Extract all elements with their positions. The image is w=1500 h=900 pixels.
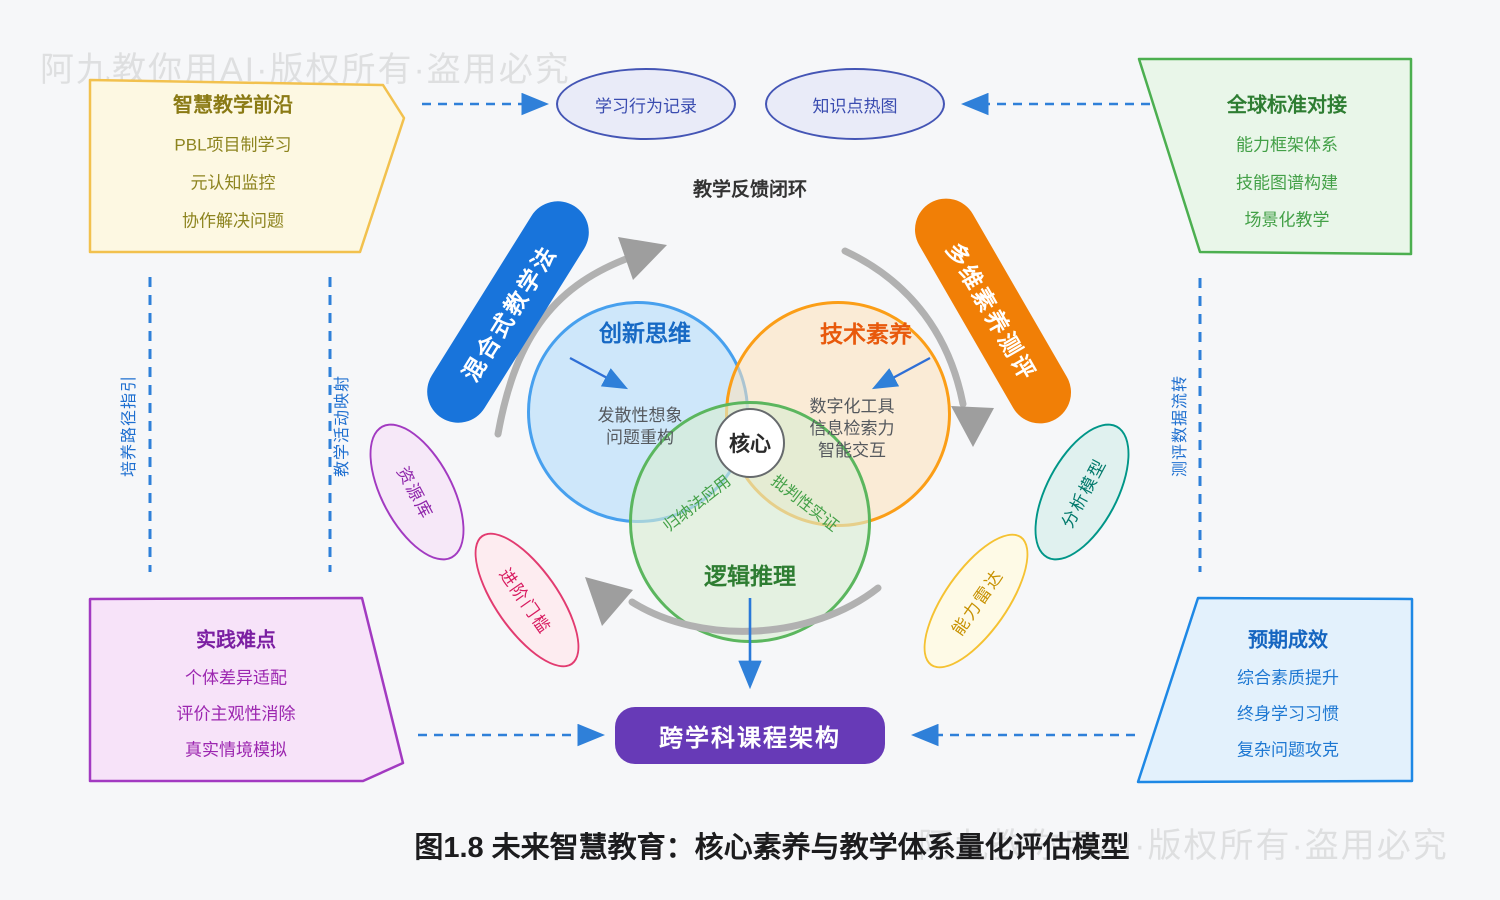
caption: 图1.8 未来智慧教育：核心素养与教学体系量化评估模型 [414,832,1130,864]
flow-label-teaching-activity: 教学活动映射 [334,374,351,478]
venn-detail-line: 发散性想象 [597,406,683,425]
venn-detail-innovation: 发散性想象 问题重构 [598,405,683,449]
feedback-arrowhead-top [618,237,667,280]
panel-green-shape [1137,57,1413,256]
panel-item: 综合素质提升 [1237,668,1339,688]
panel-title: 全球标准对接 [1227,94,1347,117]
panel-item: 协作解决问题 [182,211,284,231]
panel-item: 终身学习习惯 [1237,704,1339,724]
core-circle: 核心 [715,408,785,478]
watermark-bottom: 阿九教你用AI·版权所有·盗用必究 [918,827,1449,865]
panel-smart-teaching-frontier: 智慧教学前沿 PBL项目制学习 元认知监控 协作解决问题 [88,78,406,254]
venn-title-technology: 技术素养 [820,321,912,347]
panel-item: 场景化教学 [1244,210,1330,230]
node-interdisciplinary-curriculum: 跨学科课程架构 [615,707,885,764]
panel-title: 实践难点 [196,629,276,652]
panel-title: 预期成效 [1248,629,1328,652]
node-learning-behavior-record: 学习行为记录 [556,68,736,140]
venn-detail-line: 问题重构 [606,428,674,447]
flow-label-cultivation-path: 培养路径指引 [121,374,138,478]
panel-blue-shape [1136,596,1414,784]
satellite-ability-radar: 能力雷达 [904,517,1048,685]
venn-title-logic: 逻辑推理 [704,563,796,589]
panel-title: 智慧教学前沿 [173,94,293,117]
venn-detail-line: 信息检索力 [809,419,895,438]
panel-item: 技能图谱构建 [1236,173,1338,193]
panel-item: 元认知监控 [190,173,276,193]
venn-detail-line: 数字化工具 [809,397,895,416]
satellite-advanced-threshold: 进阶门槛 [455,516,599,684]
label-feedback-loop: 教学反馈闭环 [692,179,808,201]
panel-practice-difficulties: 实践难点 个体差异适配 评价主观性消除 真实情境模拟 [88,596,406,784]
panel-yellow-shape [88,78,406,254]
feedback-arrowhead-right [951,406,994,447]
node-knowledge-heatmap: 知识点热图 [765,68,945,140]
panel-item: 真实情境模拟 [185,740,287,760]
feedback-arrowhead-bottom-left [585,577,633,626]
panel-expected-outcomes: 预期成效 综合素质提升 终身学习习惯 复杂问题攻克 [1136,596,1414,784]
panel-item: 复杂问题攻克 [1237,740,1339,760]
venn-title-innovation: 创新思维 [599,320,691,346]
panel-item: 个体差异适配 [185,668,287,688]
satellite-analysis-model: 分析模型 [1015,408,1149,576]
venn-detail-line: 智能交互 [818,441,886,460]
panel-purple-shape [88,596,405,783]
panel-item: 评价主观性消除 [176,704,296,724]
panel-global-standards: 全球标准对接 能力框架体系 技能图谱构建 场景化教学 [1137,57,1413,257]
flow-label-assessment-data: 测评数据流转 [1172,374,1189,478]
panel-item: PBL项目制学习 [174,135,292,155]
satellite-resource-library: 资源库 [350,408,484,576]
venn-detail-technology: 数字化工具 信息检索力 智能交互 [810,396,895,462]
panel-item: 能力框架体系 [1236,135,1338,155]
